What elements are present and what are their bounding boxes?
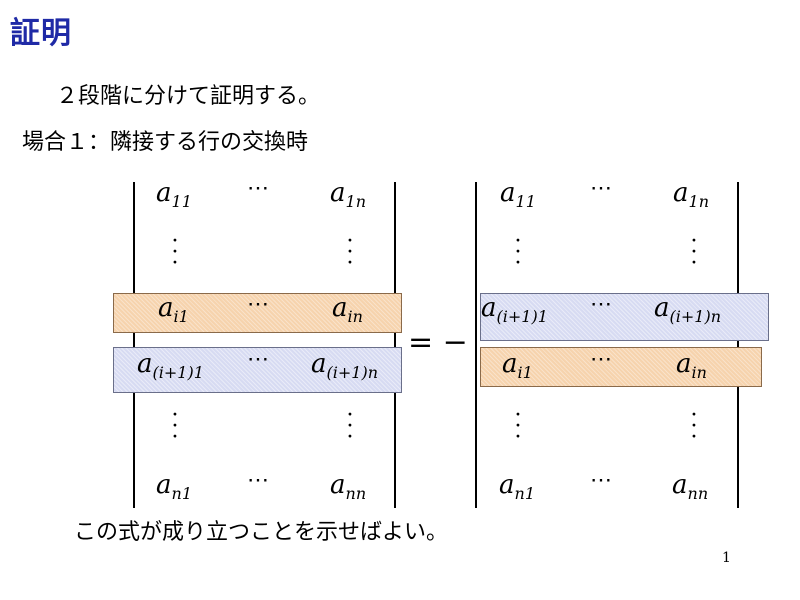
left-det-left-bar [133, 182, 135, 508]
left-elem-a-i-plus-1-n: a(i+1)n [311, 349, 379, 382]
right-elem-a11: a11 [500, 178, 536, 211]
left-vdots-c3-lower: ··· [346, 403, 354, 450]
right-elem-an1: an1 [499, 470, 535, 503]
left-det-right-bar [394, 182, 396, 508]
left-hdots-ri: ⋯ [247, 292, 269, 317]
right-hdots-ri: ⋯ [590, 347, 612, 372]
right-elem-ain: ain [676, 349, 707, 382]
left-vdots-c1-lower: ··· [171, 403, 179, 450]
left-elem-a-i-plus-1-1: a(i+1)1 [137, 349, 204, 382]
left-row-i-plus-1-highlight [113, 347, 402, 393]
conclusion-text: この式が成り立つことを示せばよい。 [74, 520, 449, 545]
left-elem-ann: ann [330, 470, 367, 503]
right-row-i-plus-1-highlight [480, 293, 769, 341]
right-elem-ai1: ai1 [502, 349, 533, 382]
left-row-i-highlight [113, 293, 402, 333]
left-hdots-r1: ⋯ [247, 176, 269, 201]
right-det-right-bar [737, 182, 739, 508]
right-elem-a1n: a1n [673, 178, 709, 211]
right-det-left-bar [475, 182, 477, 508]
right-vdots-c3-lower: ··· [690, 403, 698, 450]
right-hdots-ri1: ⋯ [590, 292, 612, 317]
intro-text: ２段階に分けて証明する。 [56, 84, 321, 109]
right-vdots-c1-lower: ··· [514, 403, 522, 450]
left-vdots-c3-upper: ··· [346, 229, 354, 276]
right-row-i-highlight [480, 347, 762, 387]
right-hdots-rn: ⋯ [590, 468, 612, 493]
case-heading: 場合１：隣接する行の交換時 [22, 130, 309, 155]
left-hdots-rn: ⋯ [247, 468, 269, 493]
right-hdots-r1: ⋯ [590, 176, 612, 201]
left-elem-a1n: a1n [330, 178, 366, 211]
page-number: 1 [722, 550, 731, 566]
slide-title: 証明 [10, 16, 72, 51]
right-vdots-c1-upper: ··· [514, 229, 522, 276]
right-elem-ann: ann [672, 470, 709, 503]
left-vdots-c1-upper: ··· [171, 229, 179, 276]
right-elem-a-i-plus-1-n: a(i+1)n [654, 293, 722, 326]
right-vdots-c3-upper: ··· [690, 229, 698, 276]
left-elem-an1: an1 [156, 470, 192, 503]
left-elem-a11: a11 [156, 178, 192, 211]
left-elem-ain: ain [332, 293, 363, 326]
equals-minus-operator: = − [408, 325, 468, 360]
left-elem-ai1: ai1 [158, 293, 189, 326]
right-elem-a-i-plus-1-1: a(i+1)1 [481, 293, 548, 326]
left-hdots-ri1: ⋯ [247, 347, 269, 372]
